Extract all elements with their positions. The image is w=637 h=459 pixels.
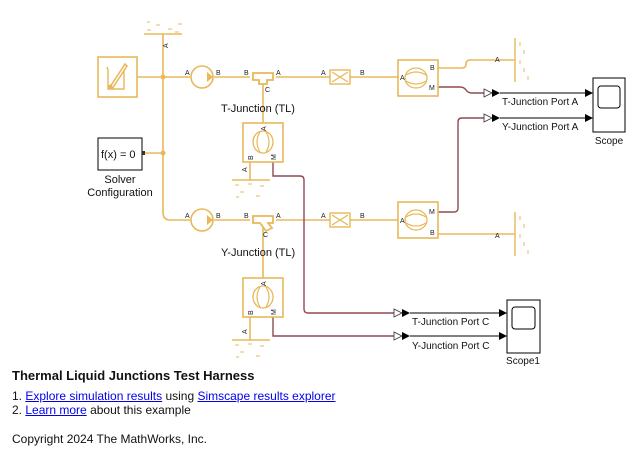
model-title: Thermal Liquid Junctions Test Harness <box>12 368 255 383</box>
port-label: B <box>248 310 255 315</box>
thermal-reference-y-sensor[interactable] <box>232 339 270 358</box>
flow-rate-sensor-top[interactable] <box>397 59 439 97</box>
port-label: B <box>360 213 365 220</box>
ps-converter-t-port-a[interactable] <box>483 88 500 98</box>
solver-equation: f(x) = 0 <box>101 149 136 161</box>
flow-resistance-top[interactable] <box>329 69 351 85</box>
solver-label-line2: Configuration <box>87 187 152 199</box>
port-label: C <box>263 232 268 239</box>
port-label: B <box>430 65 435 72</box>
port-label: B <box>216 213 221 220</box>
ps-line-tm-c[interactable] <box>272 162 394 314</box>
flow-arrow-icon <box>207 215 213 225</box>
y-junction-label: Y-Junction (TL) <box>221 247 295 259</box>
port-label: A <box>400 75 405 82</box>
copyright: Copyright 2024 The MathWorks, Inc. <box>12 432 207 446</box>
port-label: A <box>242 329 249 334</box>
port-label: A <box>185 70 190 77</box>
flow-rate-sensor-y-c[interactable] <box>242 277 284 318</box>
tl-line-top-5[interactable] <box>438 59 515 69</box>
signal-label-t-port-a: T-Junction Port A <box>502 97 578 108</box>
scope-screen-icon <box>511 306 536 330</box>
ps-converter-y-port-a[interactable] <box>483 113 500 123</box>
scope-label: Scope <box>595 136 624 147</box>
port-label: C <box>265 87 270 94</box>
note-text: about this example <box>90 403 191 417</box>
port-label: B <box>244 213 249 220</box>
flow-rate-sensor-bottom[interactable] <box>397 201 439 239</box>
junction-dot <box>160 74 166 80</box>
port-label: A <box>495 57 500 64</box>
note-text: using <box>165 389 195 403</box>
port-label: A <box>400 218 405 225</box>
port-label: M <box>429 85 435 92</box>
port-label: A <box>321 213 326 220</box>
reservoir-block[interactable] <box>97 56 138 98</box>
thermal-reference-top-right[interactable] <box>514 38 529 82</box>
y-junction-block[interactable] <box>252 215 274 233</box>
tl-line-bus[interactable] <box>162 34 190 221</box>
ps-line-tm-a[interactable] <box>438 86 484 94</box>
solver-configuration-block[interactable]: f(x) = 0 <box>97 137 145 171</box>
note-item-1: 1. Explore simulation results using Sims… <box>12 389 336 403</box>
scope-block[interactable] <box>592 77 626 133</box>
note-number: 2. <box>12 403 23 417</box>
port-label: B <box>244 70 249 77</box>
signal-label-y-port-a: Y-Junction Port A <box>502 122 579 133</box>
port-label: B <box>430 230 435 237</box>
flow-arrow-icon <box>207 72 213 82</box>
results-explorer-link[interactable]: Simscape results explorer <box>197 389 336 403</box>
flow-source-bottom[interactable] <box>190 208 214 232</box>
port-label: M <box>429 209 435 216</box>
explore-results-link[interactable]: Explore simulation results <box>25 389 163 403</box>
signal-label-y-port-c: Y-Junction Port C <box>412 341 489 352</box>
note-number: 1. <box>12 389 23 403</box>
flow-resistance-bottom[interactable] <box>329 212 351 228</box>
scope-screen-icon <box>597 85 621 109</box>
ps-converters <box>393 88 500 341</box>
thermal-reference-t-sensor[interactable] <box>232 179 270 198</box>
port-label: M <box>271 154 278 160</box>
ps-line-ym-a[interactable] <box>438 117 484 213</box>
signal-lines <box>410 89 593 340</box>
thermal-reference-top[interactable] <box>144 21 182 35</box>
port-label: A <box>495 233 500 240</box>
physical-signal-connections <box>272 86 484 337</box>
ps-converter-t-port-c[interactable] <box>393 308 410 318</box>
note-item-2: 2. Learn more about this example <box>12 403 336 417</box>
thermal-liquid-connections <box>137 34 515 340</box>
thermal-reference-bottom-right[interactable] <box>514 212 529 256</box>
ps-line-ym-c[interactable] <box>272 317 394 337</box>
port-label: A <box>185 213 190 220</box>
junction-dot <box>160 150 166 156</box>
port-label: M <box>271 309 278 315</box>
t-junction-label: T-Junction (TL) <box>221 103 295 115</box>
scope1-label: Scope1 <box>506 356 540 367</box>
signal-label-t-port-c: T-Junction Port C <box>412 317 489 328</box>
scope1-block[interactable] <box>506 299 541 354</box>
port-label: A <box>261 126 268 131</box>
port-label: A <box>321 70 326 77</box>
port-label: A <box>261 281 268 286</box>
port-label: A <box>163 43 170 48</box>
port-label: A <box>276 213 281 220</box>
port-label: A <box>242 167 249 172</box>
port-label: B <box>360 70 365 77</box>
t-junction-block[interactable] <box>252 72 274 85</box>
model-annotation: Thermal Liquid Junctions Test Harness 1.… <box>12 368 336 447</box>
reservoir-icon <box>106 62 129 90</box>
learn-more-link[interactable]: Learn more <box>25 403 87 417</box>
solver-label-line1: Solver <box>104 174 136 186</box>
flow-rate-sensor-t-c[interactable] <box>242 122 284 163</box>
ps-converter-y-port-c[interactable] <box>393 331 410 341</box>
flow-source-top[interactable] <box>190 65 214 89</box>
port-label: B <box>216 70 221 77</box>
port-label: A <box>276 70 281 77</box>
port-label: B <box>248 155 255 160</box>
